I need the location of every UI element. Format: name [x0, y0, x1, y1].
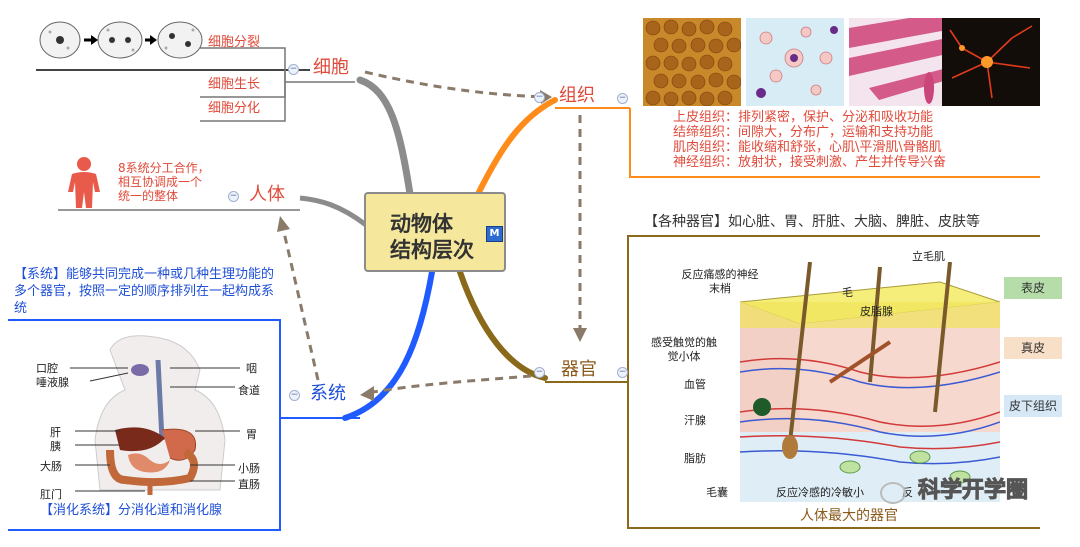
organ-header: 【各种器官】如心脏、胃、肝脏、大脑、脾脏、皮肤等 — [644, 214, 980, 230]
organ-node-label[interactable]: 器官 — [561, 359, 597, 380]
layer-subcutaneous: 皮下组织 — [1004, 395, 1062, 417]
cell-line-diff — [200, 70, 286, 122]
organ-expand-icon[interactable]: − — [617, 367, 628, 378]
layer-epidermis: 表皮 — [1004, 277, 1062, 299]
body-collapse-icon[interactable]: − — [228, 191, 239, 202]
organ-collapse-icon[interactable]: − — [534, 367, 545, 378]
skin-label-erector: 立毛肌 — [912, 250, 945, 263]
label-stomach: 胃 — [246, 428, 257, 441]
label-liver: 肝 — [50, 426, 61, 439]
arrow-organ-to-system — [367, 373, 546, 395]
skin-label-cold: 反应冷感的冷敏小 — [776, 486, 864, 499]
tissue-branch — [475, 97, 558, 197]
label-pancreas: 胰 — [50, 440, 61, 453]
label-small-intestine: 小肠 — [238, 462, 260, 475]
label-large-intestine: 大肠 — [40, 460, 62, 473]
body-note: 8系统分工合作，相互协调成一个统一的整体 — [118, 161, 210, 203]
skin-label-hair: 毛 — [842, 286, 853, 299]
muscle-tissue-image — [849, 18, 947, 106]
tissue-line-nerve: 神经组织：放射状，接受刺激、产生并传导兴奋 — [673, 155, 947, 170]
label-anus: 肛门 — [40, 488, 62, 501]
system-box-border — [8, 319, 281, 531]
label-pharynx: 咽 — [246, 362, 257, 375]
arrow-cell-to-tissue — [364, 70, 549, 99]
skin-label-sweat: 汗腺 — [684, 414, 706, 427]
tissue-box-border — [629, 108, 1040, 178]
digestive-system-image — [94, 335, 226, 495]
human-body-image — [68, 157, 100, 208]
wechat-icon — [880, 482, 906, 504]
label-mouth: 口腔 — [36, 362, 58, 375]
central-topic[interactable]: 动物体 结构层次 — [364, 192, 506, 272]
skin-label-hot: 反 — [902, 486, 913, 499]
arrow-system-to-body — [281, 227, 320, 381]
tissue-node-label[interactable]: 组织 — [559, 85, 595, 106]
organ-branch — [457, 269, 548, 381]
cell-item-growth[interactable]: 细胞生长 — [208, 77, 261, 92]
tissue-line-epithelial: 上皮组织：排列紧密，保护、分泌和吸收功能 — [673, 110, 934, 125]
epithelial-tissue-image — [643, 18, 741, 106]
label-salivary-gland: 唾液腺 — [36, 376, 69, 389]
body-branch — [299, 195, 368, 227]
skin-label-nerve-ending: 反应痛感的神经末梢 — [681, 268, 759, 295]
system-node-label[interactable]: 系统 — [310, 383, 346, 404]
tissue-collapse-icon[interactable]: − — [534, 92, 545, 103]
tissue-expand-icon[interactable]: − — [617, 93, 628, 104]
skin-label-sebaceous: 皮脂腺 — [860, 305, 893, 318]
central-topic-line1: 动物体 — [390, 211, 453, 236]
cell-branch — [356, 76, 414, 198]
cell-division-image — [39, 21, 203, 59]
cell-node-label[interactable]: 细胞 — [313, 57, 349, 78]
system-collapse-icon[interactable]: − — [289, 390, 300, 401]
digestive-system-caption: 【消化系统】分消化道和消化腺 — [40, 503, 223, 518]
cell-line-split — [200, 47, 286, 70]
watermark-text: 科学开学圈 — [917, 477, 1029, 503]
central-topic-line2: 结构层次 — [390, 237, 474, 262]
skin-label-follicle: 毛囊 — [706, 486, 728, 499]
label-rectum: 直肠 — [238, 478, 260, 491]
tissue-line-connective: 结缔组织：间隙大，分布广，运输和支持功能 — [673, 125, 934, 140]
skin-structure-image — [739, 262, 1000, 502]
label-esophagus: 食道 — [238, 384, 260, 397]
system-definition: 【系统】能够共同完成一种或几种生理功能的多个器官，按照一定的顺序排列在一起构成系… — [14, 267, 275, 316]
skin-label-fat: 脂肪 — [684, 452, 706, 465]
layer-dermis: 真皮 — [1004, 337, 1062, 359]
nerve-tissue-image — [942, 18, 1040, 106]
cell-collapse-icon[interactable]: − — [288, 64, 299, 75]
body-node-label[interactable]: 人体 — [249, 184, 285, 205]
connective-tissue-image — [746, 18, 844, 106]
map-marker-icon[interactable]: M — [486, 226, 503, 242]
cell-item-differentiation[interactable]: 细胞分化 — [208, 101, 261, 116]
digestive-leader-lines — [70, 367, 240, 492]
tissue-line-muscle: 肌肉组织：能收缩和舒张，心肌\平滑肌\骨骼肌 — [673, 140, 942, 155]
skin-label-vessel: 血管 — [684, 378, 706, 391]
skin-label-touch: 感受触觉的触觉小体 — [651, 336, 717, 363]
cell-item-division[interactable]: 细胞分裂 — [208, 35, 261, 50]
organ-caption: 人体最大的器官 — [800, 508, 898, 524]
system-branch — [342, 269, 435, 421]
